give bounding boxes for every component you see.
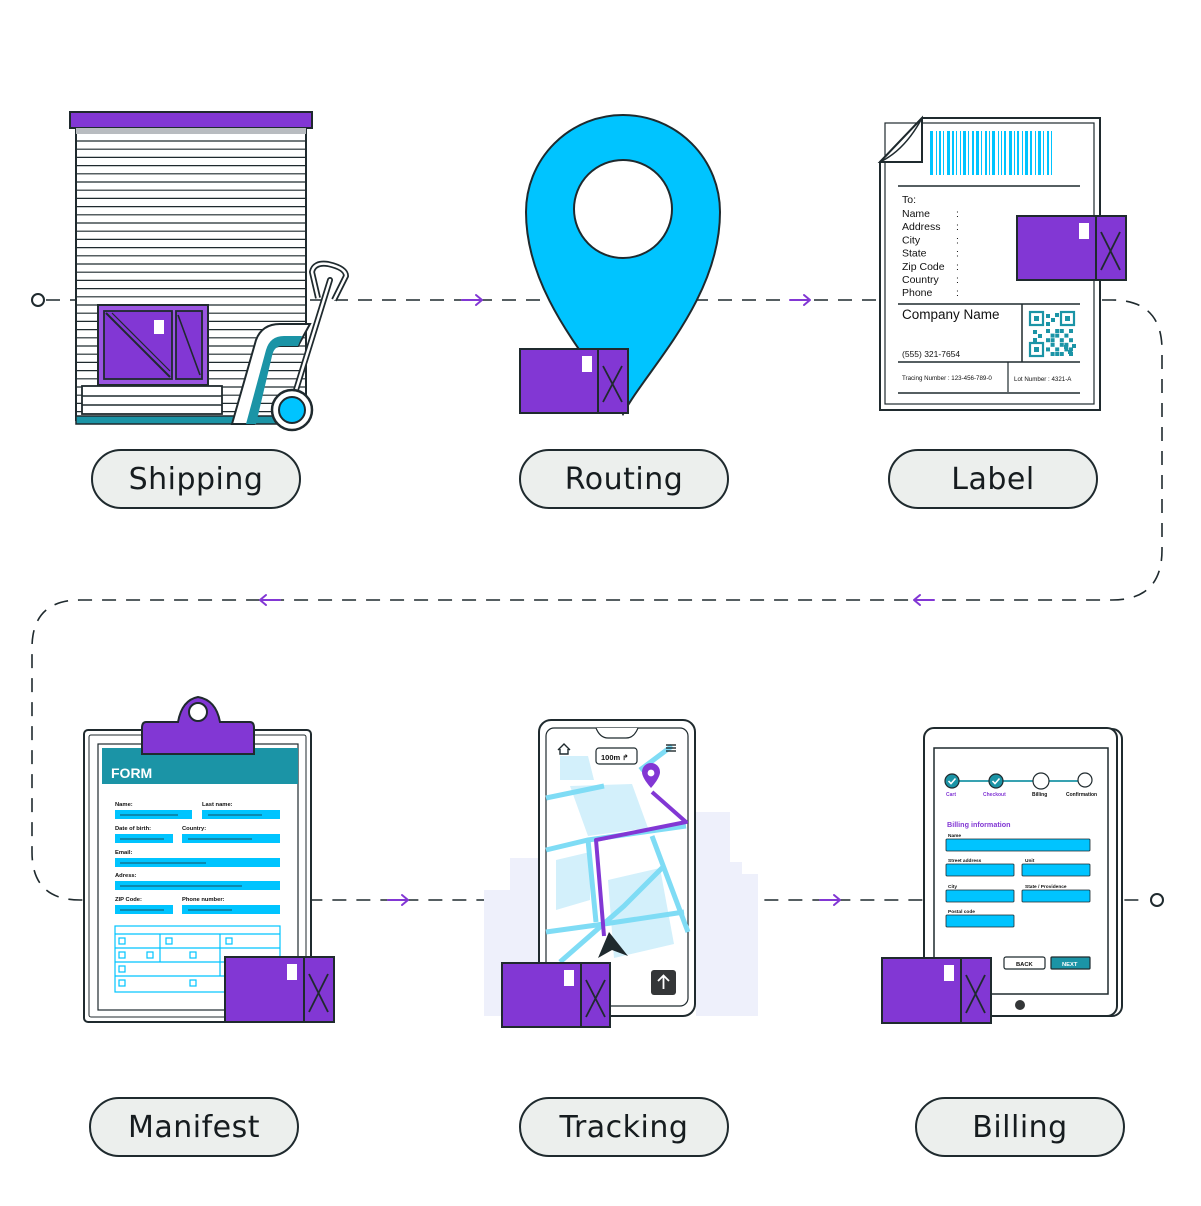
- label-field-colon: :: [956, 234, 959, 246]
- form-last-name-label: Last name:: [202, 802, 233, 808]
- billing-unit-field: [1021, 863, 1091, 877]
- arrow-right-icon: [461, 294, 483, 306]
- flow-connector: [31, 299, 1163, 901]
- form-zip-label: ZIP Code:: [115, 897, 142, 903]
- billing-step-confirmation: Confirmation: [1066, 792, 1097, 798]
- map-pin-icon: [519, 114, 722, 417]
- label-field-address: Address: [902, 221, 941, 233]
- clipboard-form-icon: FORM Name: Last name: Date of birth: Cou…: [83, 695, 335, 1023]
- billing-city-label: City: [948, 884, 957, 890]
- label-field-colon: :: [956, 221, 959, 233]
- form-email-field: [115, 858, 280, 867]
- menu-icon: [666, 744, 676, 752]
- label-field-country: Country: [902, 274, 940, 286]
- phone-map-icon: 100m ↱: [484, 719, 758, 1028]
- form-name-field: [115, 810, 192, 819]
- billing-step-cart: Cart: [946, 792, 956, 798]
- check-icon: [947, 777, 957, 785]
- label-field-colon: :: [956, 208, 959, 220]
- parcel-box-icon: [501, 962, 611, 1028]
- billing-name-field: [945, 838, 1091, 852]
- parcel-box-icon: [1016, 215, 1127, 281]
- flow-end-dot: [1150, 893, 1164, 907]
- warehouse-pallet-jack-icon: [69, 111, 349, 432]
- label-lot-number: Lot Number : 4321-A: [1014, 376, 1072, 383]
- label-field-colon: :: [956, 261, 959, 273]
- arrow-up-icon: [657, 974, 670, 989]
- billing-heading: Billing information: [947, 820, 1010, 829]
- label-field-city: City: [902, 234, 921, 246]
- form-country-label: Country:: [182, 826, 206, 832]
- billing-back-button: BACK: [1016, 962, 1034, 968]
- billing-step-checkout: Checkout: [983, 792, 1006, 798]
- form-title: FORM: [111, 765, 152, 781]
- parcel-box-icon: [881, 957, 992, 1024]
- form-dob-field: [115, 834, 173, 843]
- form-country-field: [182, 834, 280, 843]
- label-field-colon: :: [956, 287, 959, 299]
- label-company-name: Company Name: [902, 307, 1000, 322]
- billing-step-billing: Billing: [1032, 792, 1047, 798]
- billing-state-field: [1021, 889, 1091, 903]
- label-to: To:: [902, 194, 916, 206]
- form-email-label: Email:: [115, 850, 132, 856]
- parcel-box-icon: [519, 348, 629, 414]
- tablet-home-button: [1015, 1000, 1025, 1010]
- label-tracking-number: Tracing Number : 123-456-789-0: [902, 375, 992, 382]
- billing-postal-label: Postal code: [948, 909, 975, 915]
- billing-postal-field: [945, 914, 1015, 928]
- label-field-zip-code: Zip Code: [902, 261, 945, 273]
- barcode-icon: [930, 131, 1052, 175]
- label-field-state: State: [902, 248, 927, 260]
- navigation-arrow-icon: [598, 932, 628, 958]
- shipping-label-icon: To: Name: Address: City: State: Zip Code: Cou…: [877, 115, 1127, 411]
- form-address-field: [115, 881, 280, 890]
- form-address-label: Adress:: [115, 873, 137, 879]
- arrow-right-icon: [819, 894, 841, 906]
- flow-arrows: [259, 294, 935, 906]
- billing-unit-label: Unit: [1025, 858, 1035, 864]
- step-label-routing[interactable]: Routing: [519, 449, 729, 509]
- arrow-left-icon: [259, 594, 281, 606]
- label-phone: (555) 321-7654: [902, 349, 960, 359]
- form-dob-label: Date of birth:: [115, 826, 151, 832]
- home-icon: [557, 743, 571, 755]
- arrow-right-icon: [789, 294, 811, 306]
- qr-code-icon: [1028, 310, 1076, 358]
- label-field-colon: :: [956, 274, 959, 286]
- parcel-box-icon: [224, 956, 335, 1023]
- label-field-colon: :: [956, 248, 959, 260]
- step-label-billing[interactable]: Billing: [915, 1097, 1125, 1157]
- billing-city-field: [945, 889, 1015, 903]
- step-label-shipping[interactable]: Shipping: [91, 449, 301, 509]
- map-distance-badge: 100m ↱: [601, 753, 629, 762]
- flow-start-dot: [31, 293, 45, 307]
- step-label-manifest[interactable]: Manifest: [89, 1097, 299, 1157]
- billing-name-label: Name: [948, 833, 961, 839]
- arrow-right-icon: [387, 894, 409, 906]
- form-phone-label: Phone number:: [182, 897, 225, 903]
- billing-next-button: NEXT: [1062, 962, 1078, 968]
- tablet-billing-icon: Cart Checkout Billing Confirmation Billi…: [881, 727, 1123, 1024]
- step-label-label[interactable]: Label: [888, 449, 1098, 509]
- billing-street-label: Street address: [948, 858, 982, 864]
- form-zip-field: [115, 905, 173, 914]
- check-icon: [991, 777, 1001, 785]
- billing-street-field: [945, 863, 1015, 877]
- label-field-name: Name: [902, 208, 930, 220]
- step-label-tracking[interactable]: Tracking: [519, 1097, 729, 1157]
- label-field-phone: Phone: [902, 287, 933, 299]
- form-last-name-field: [202, 810, 280, 819]
- form-name-label: Name:: [115, 802, 133, 808]
- form-phone-field: [182, 905, 280, 914]
- arrow-left-icon: [913, 594, 935, 606]
- billing-state-label: State / Providence: [1025, 884, 1067, 890]
